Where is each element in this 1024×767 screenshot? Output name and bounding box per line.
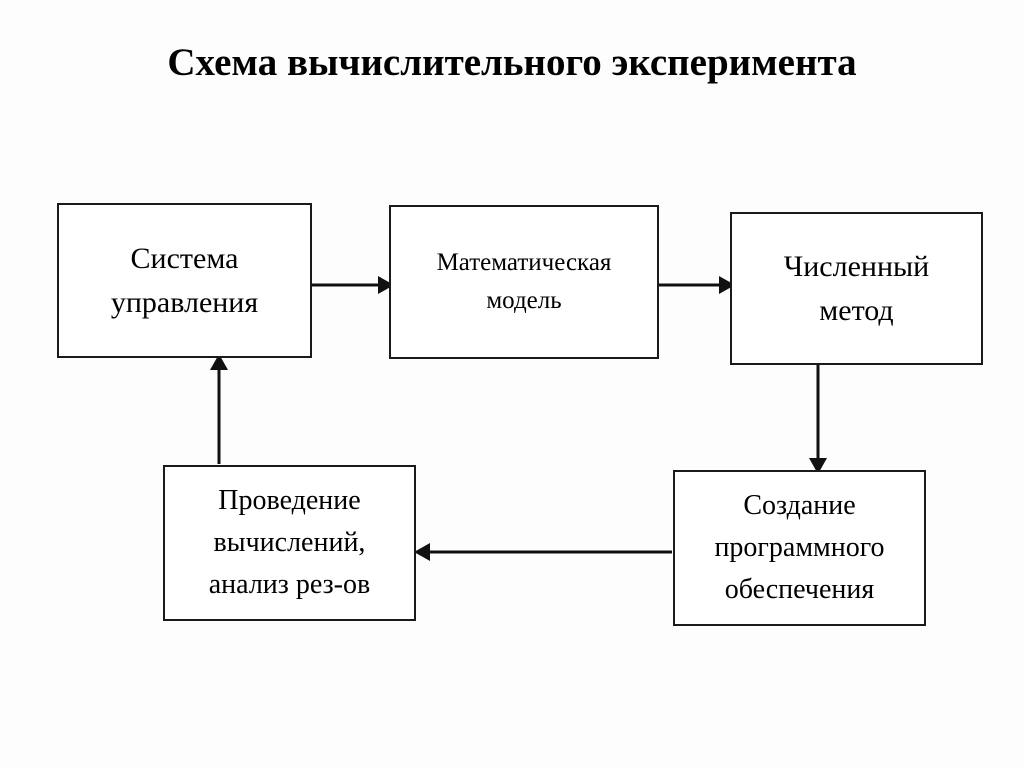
edge-numerical-method-to-software <box>809 365 827 474</box>
edge-control-system-to-math-model <box>312 276 394 294</box>
page-title: Схема вычислительного эксперимента <box>167 41 857 84</box>
node-computation-label: Проведение вычислений, анализ рез-ов <box>208 485 371 600</box>
node-control-system[interactable]: Система управления <box>57 203 312 358</box>
node-computation[interactable]: Проведение вычислений, анализ рез-ов <box>163 465 416 621</box>
edge-computation-to-control-system <box>210 354 228 464</box>
node-numerical-method[interactable]: Численный метод <box>730 212 983 365</box>
node-numerical-method-label: Численный метод <box>783 249 930 327</box>
node-software[interactable]: Создание программного обеспечения <box>673 470 926 626</box>
node-math-model-label: Математическая модель <box>436 249 612 314</box>
node-software-label: Создание программного обеспечения <box>714 490 885 605</box>
edge-software-to-computation <box>414 543 672 561</box>
edge-math-model-to-numerical-method <box>659 276 735 294</box>
node-math-model[interactable]: Математическая модель <box>389 205 659 359</box>
node-control-system-label: Система управления <box>110 241 259 319</box>
